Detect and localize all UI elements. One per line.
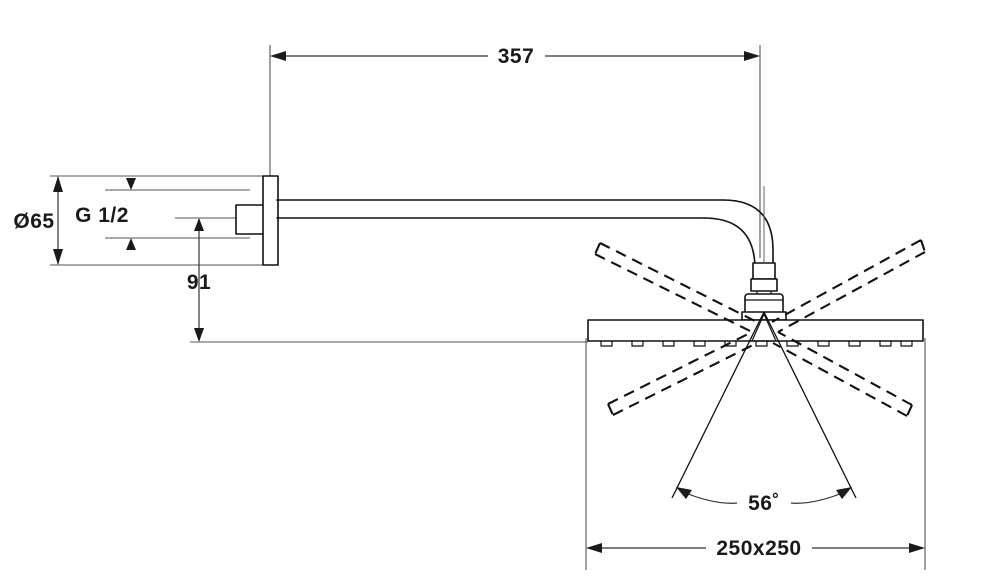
- dim-label-65: Ø65: [13, 210, 54, 233]
- spray-ray-upper-right: [771, 239, 926, 333]
- dimension-drop-height: 91: [175, 217, 588, 343]
- horizontal-shower-arm-pipe: [276, 199, 724, 219]
- arrow-angle-left: [676, 487, 692, 499]
- wall-flange-escutcheon: [262, 175, 279, 266]
- dim-label-56deg: 56˚: [748, 492, 780, 515]
- arrow-thread-bottom: [126, 238, 136, 250]
- joint-ball-housing: [744, 293, 784, 315]
- dimension-flange-diameter: Ø65: [13, 175, 268, 266]
- nozzle-bumps: [600, 341, 913, 347]
- arrow-angle-right: [836, 487, 852, 499]
- spray-cone-angle-lines: [671, 311, 857, 499]
- arrow-65-top: [53, 176, 63, 192]
- angle-arc-right: [790, 491, 846, 504]
- spray-nozzle-row: [600, 341, 913, 347]
- flange-plate: [262, 175, 279, 266]
- arrow-250-left: [586, 543, 602, 553]
- arrow-65-bottom: [53, 249, 63, 265]
- dim-label-thread-G: G 1/2: [75, 204, 129, 227]
- arrow-357-right: [744, 51, 760, 61]
- arrow-91-bottom: [194, 328, 204, 342]
- dimension-head-size: 250x250: [585, 338, 926, 570]
- dim-label-250x250: 250x250: [716, 537, 801, 560]
- arrow-357-left: [270, 51, 286, 61]
- dim-label-91: 91: [187, 271, 211, 294]
- arrow-thread-top: [126, 178, 136, 190]
- g-half-thread-connector: [235, 204, 266, 235]
- thread-nipple-body: [235, 204, 266, 235]
- adjustable-ball-joint: [741, 262, 787, 321]
- spray-ray-lower-right: [772, 331, 913, 417]
- arrow-250-right: [909, 543, 925, 553]
- elbow-inner-curve: [703, 217, 756, 270]
- spray-ray-upper-left: [594, 242, 758, 333]
- joint-collar-middle: [750, 278, 778, 292]
- dimension-spray-angle: 56˚: [676, 487, 852, 515]
- elbow-outer-curve: [722, 199, 774, 266]
- joint-collar-upper: [752, 262, 776, 280]
- dim-label-357: 357: [498, 45, 535, 68]
- arrow-91-top: [194, 218, 204, 231]
- spray-ray-lower-left: [607, 331, 758, 416]
- dimension-thread-size: G 1/2: [75, 178, 250, 250]
- cone-apex-triangle: [751, 312, 777, 342]
- cone-line-left: [671, 311, 765, 499]
- dashed-spray-pattern-rays: [594, 239, 926, 417]
- ninety-degree-elbow-bend: [703, 199, 774, 270]
- angle-arc-left: [682, 491, 738, 504]
- dimension-arm-length: 357: [269, 45, 761, 258]
- cone-line-right: [763, 311, 857, 499]
